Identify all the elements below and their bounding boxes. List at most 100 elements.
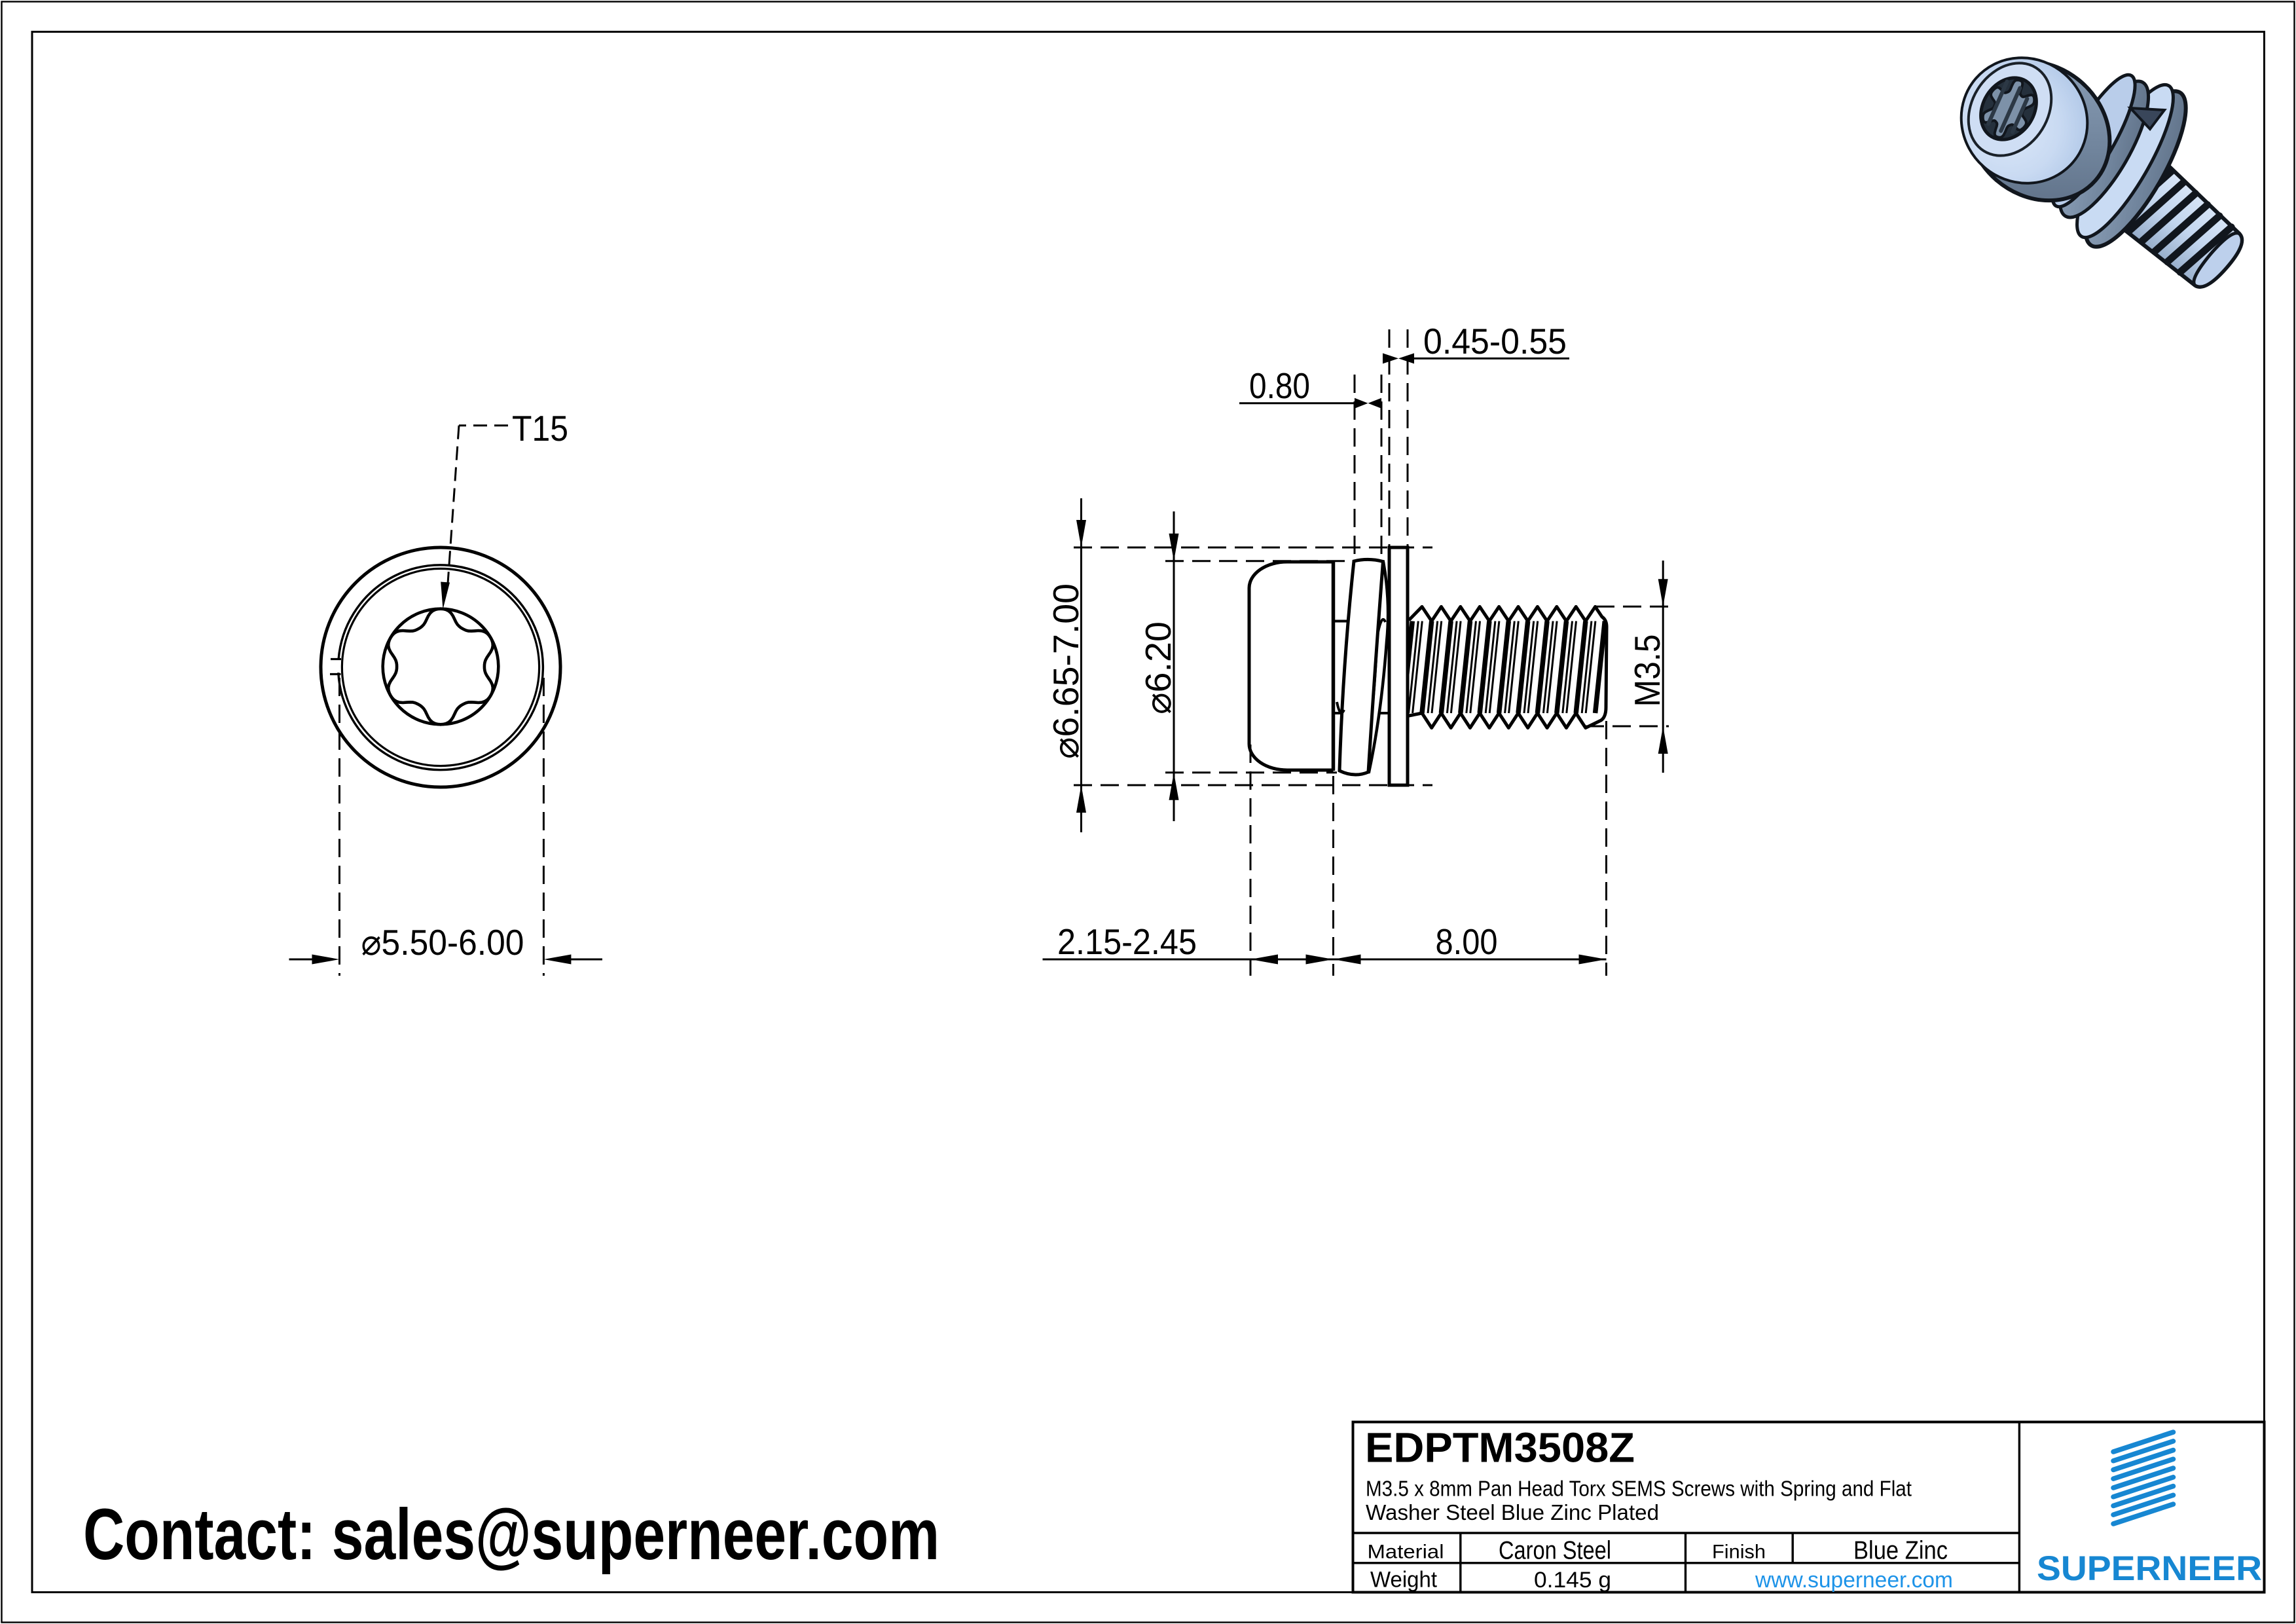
- side-view: 0.45-0.55 0.80 ⌀6.65-7.00 ⌀6.20 M3.5 2.1…: [1042, 321, 1669, 976]
- brand-logo-stripe: [2111, 1456, 2176, 1481]
- spring-thk-arrows-left: [1355, 397, 1368, 409]
- thread-flank: [1516, 621, 1531, 714]
- thread-length-arrow-left: [1333, 954, 1361, 965]
- thread-flank-thin: [1427, 621, 1439, 714]
- t15-label: T15: [512, 408, 568, 449]
- thread-flank-thin: [1484, 621, 1497, 714]
- part-number: EDPTM3508Z: [1365, 1424, 1635, 1471]
- weight-value: 0.145 g: [1534, 1568, 1611, 1593]
- weight-label: Weight: [1370, 1568, 1438, 1593]
- thread-length-arrow-right: [1578, 954, 1607, 965]
- washer-thickness-label: 0.45-0.55: [1423, 321, 1567, 361]
- brand-name: SUPERNEER: [2037, 1549, 2262, 1588]
- washer-od-arrow-bottom: [1076, 785, 1086, 813]
- dim-spring-washer-thickness: 0.80: [1239, 365, 1383, 561]
- shank-3d-tip: [2192, 231, 2244, 289]
- spring-washer-ring: [337, 564, 545, 771]
- torx-recess-circle: [381, 607, 500, 726]
- screw-3d-render: [1959, 56, 2244, 289]
- washer-od-label: ⌀6.65-7.00: [1046, 583, 1086, 759]
- front-dim-arrow-right: [543, 954, 572, 965]
- thread-flank-thin: [1408, 621, 1419, 714]
- thread-flank: [1477, 621, 1492, 714]
- washer-thk-arrows-left: [1383, 353, 1398, 364]
- front-diameter-label: ⌀5.50-6.00: [361, 922, 524, 963]
- thread-flank-thin: [1523, 621, 1535, 714]
- thread-flanks: [1400, 621, 1608, 714]
- thread-flank-thin: [1508, 621, 1520, 714]
- thread-flank-thin: [1504, 621, 1516, 714]
- screw-head-profile: [1247, 560, 1334, 772]
- brand-logo-stripe: [2111, 1492, 2176, 1517]
- shank-3d-thread-groove: [2176, 223, 2235, 276]
- head-outline-circle: [340, 567, 541, 767]
- thread-flank-thin: [1412, 621, 1423, 714]
- thread-flank-thin: [1527, 621, 1539, 714]
- torx-3d-wall-lines: [1986, 79, 2030, 134]
- thread-flank: [1419, 621, 1434, 714]
- flat-washer-side: [1387, 545, 1410, 787]
- brand-logo-stripe: [2111, 1483, 2176, 1509]
- torx-size-callout: T15: [441, 408, 568, 610]
- description-line1: M3.5 x 8mm Pan Head Torx SEMS Screws wit…: [1366, 1477, 1912, 1501]
- washer-thk-arrows-right: [1398, 353, 1414, 364]
- thread-flank-thin: [1446, 621, 1458, 714]
- spring-washer-split-cusp-bottom: [1336, 701, 1345, 714]
- material-label: Material: [1368, 1541, 1444, 1563]
- description-line2: Washer Steel Blue Zinc Plated: [1366, 1500, 1659, 1524]
- thread-arrow-top: [1658, 579, 1668, 607]
- spring-washer-split-cusp-top: [1377, 618, 1387, 633]
- thread-length-label: 8.00: [1436, 921, 1498, 962]
- shank-3d-thread-groove: [2125, 179, 2187, 235]
- head-height-arrow-left: [1250, 954, 1278, 965]
- thread-flank-thin: [1430, 621, 1443, 714]
- front-view: T15 ⌀5.50-6.00: [289, 408, 602, 976]
- shank-3d-thread-groove: [2138, 190, 2199, 245]
- thread-flank-thin: [1546, 621, 1558, 714]
- torx-3d-star-group: [1981, 79, 2036, 139]
- finish-label: Finish: [1712, 1541, 1766, 1563]
- brand-logo-stripe: [2111, 1502, 2176, 1526]
- title-block: EDPTM3508Z M3.5 x 8mm Pan Head Torx SEMS…: [1351, 1420, 2266, 1594]
- thread-flank-thin: [1542, 621, 1554, 714]
- thread-flank-thin: [1465, 621, 1477, 714]
- head-od-label: ⌀6.20: [1138, 621, 1178, 714]
- thread-flank-thin: [1561, 621, 1573, 714]
- head-height-label: 2.15-2.45: [1057, 921, 1197, 962]
- dim-flat-washer-thickness: 0.45-0.55: [1383, 321, 1569, 549]
- head-od-arrow-bottom: [1169, 772, 1179, 800]
- contact-label: Contact: sales@superneer.com: [83, 1494, 939, 1575]
- dim-head-height-and-thread-length: 2.15-2.45 8.00: [1042, 721, 1607, 976]
- dim-thread-size: M3.5: [1586, 561, 1669, 773]
- thread-flank: [1592, 621, 1608, 714]
- thread-flank-thin: [1584, 621, 1597, 714]
- thread-flank: [1458, 621, 1473, 714]
- thread-flank: [1496, 621, 1512, 714]
- thread-flank: [1535, 621, 1550, 714]
- thread-flank-thin: [1565, 621, 1577, 714]
- head-od-arrow-top: [1169, 533, 1179, 561]
- brand-logo-stripe: [2111, 1447, 2176, 1473]
- dim-front-diameter: ⌀5.50-6.00: [289, 678, 602, 976]
- thread-flank-thin: [1449, 621, 1462, 714]
- thread-arrow-bottom: [1658, 726, 1668, 754]
- spring-thk-arrows-right: [1368, 397, 1381, 409]
- thread-profile: [1408, 605, 1609, 729]
- head-height-arrow-right: [1305, 954, 1334, 965]
- spring-washer-band: [1338, 557, 1385, 777]
- torx-star: [386, 607, 495, 726]
- brand-logo-stripe: [2111, 1430, 2176, 1454]
- spring-washer-3d-split: [2127, 106, 2167, 132]
- website-link: www.superneer.com: [1755, 1568, 1953, 1593]
- front-dim-arrow-left: [312, 954, 340, 965]
- thread-flank-thin: [1469, 621, 1481, 714]
- page-border-inner: [31, 31, 2265, 1593]
- brand-logo-icon: [2111, 1430, 2176, 1526]
- dim-washer-od: ⌀6.65-7.00: [1046, 498, 1432, 832]
- thread-flank-thin: [1580, 621, 1593, 714]
- brand-logo-stripe: [2111, 1466, 2176, 1490]
- material-value: Caron Steel: [1499, 1537, 1611, 1565]
- brand-logo-stripe: [2111, 1439, 2176, 1464]
